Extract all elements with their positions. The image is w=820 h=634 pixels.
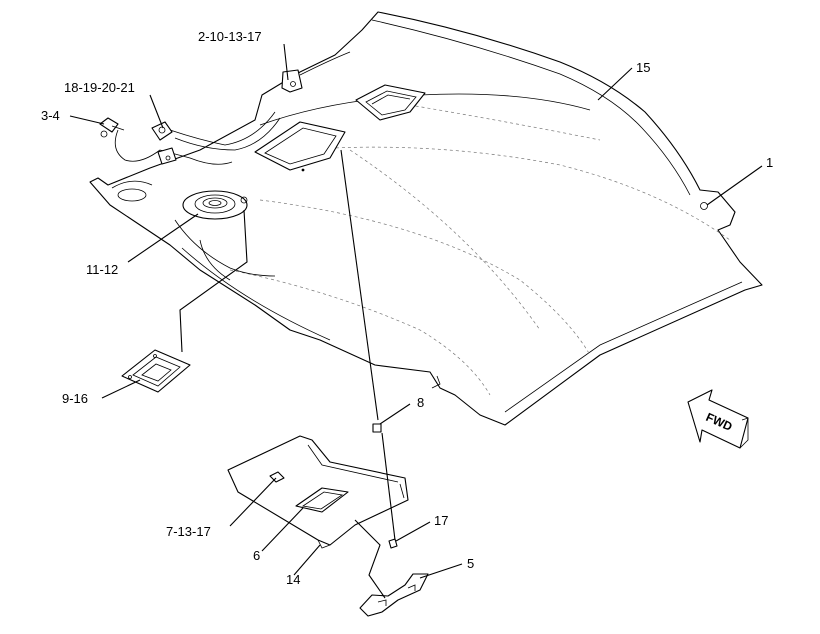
callout-14: 14	[286, 572, 300, 587]
plug-part	[99, 117, 125, 138]
callout-11-12: 11-12	[86, 262, 118, 277]
callout-18-19-20-21: 18-19-20-21	[64, 80, 135, 95]
callout-6: 6	[253, 548, 260, 563]
callout-5: 5	[467, 556, 474, 571]
fastener-8	[372, 423, 382, 433]
headliner-panel	[89, 11, 763, 426]
fwd-arrow-icon: FWD	[687, 389, 749, 449]
callout-3-4: 3-4	[41, 108, 60, 123]
callout-15: 15	[636, 60, 650, 75]
callout-1: 1	[766, 155, 773, 170]
assembly-lines	[179, 149, 396, 599]
visor-bracket	[359, 573, 429, 617]
callout-9-16: 9-16	[62, 391, 88, 406]
callout-7-13-17: 7-13-17	[166, 524, 211, 539]
speaker-grille	[121, 349, 191, 393]
callout-leaders	[69, 43, 763, 579]
callout-2-10-13-17: 2-10-13-17	[198, 29, 262, 44]
callout-8: 8	[417, 395, 424, 410]
callout-17: 17	[434, 513, 448, 528]
sun-visor	[227, 435, 409, 549]
fastener-17	[388, 538, 398, 549]
